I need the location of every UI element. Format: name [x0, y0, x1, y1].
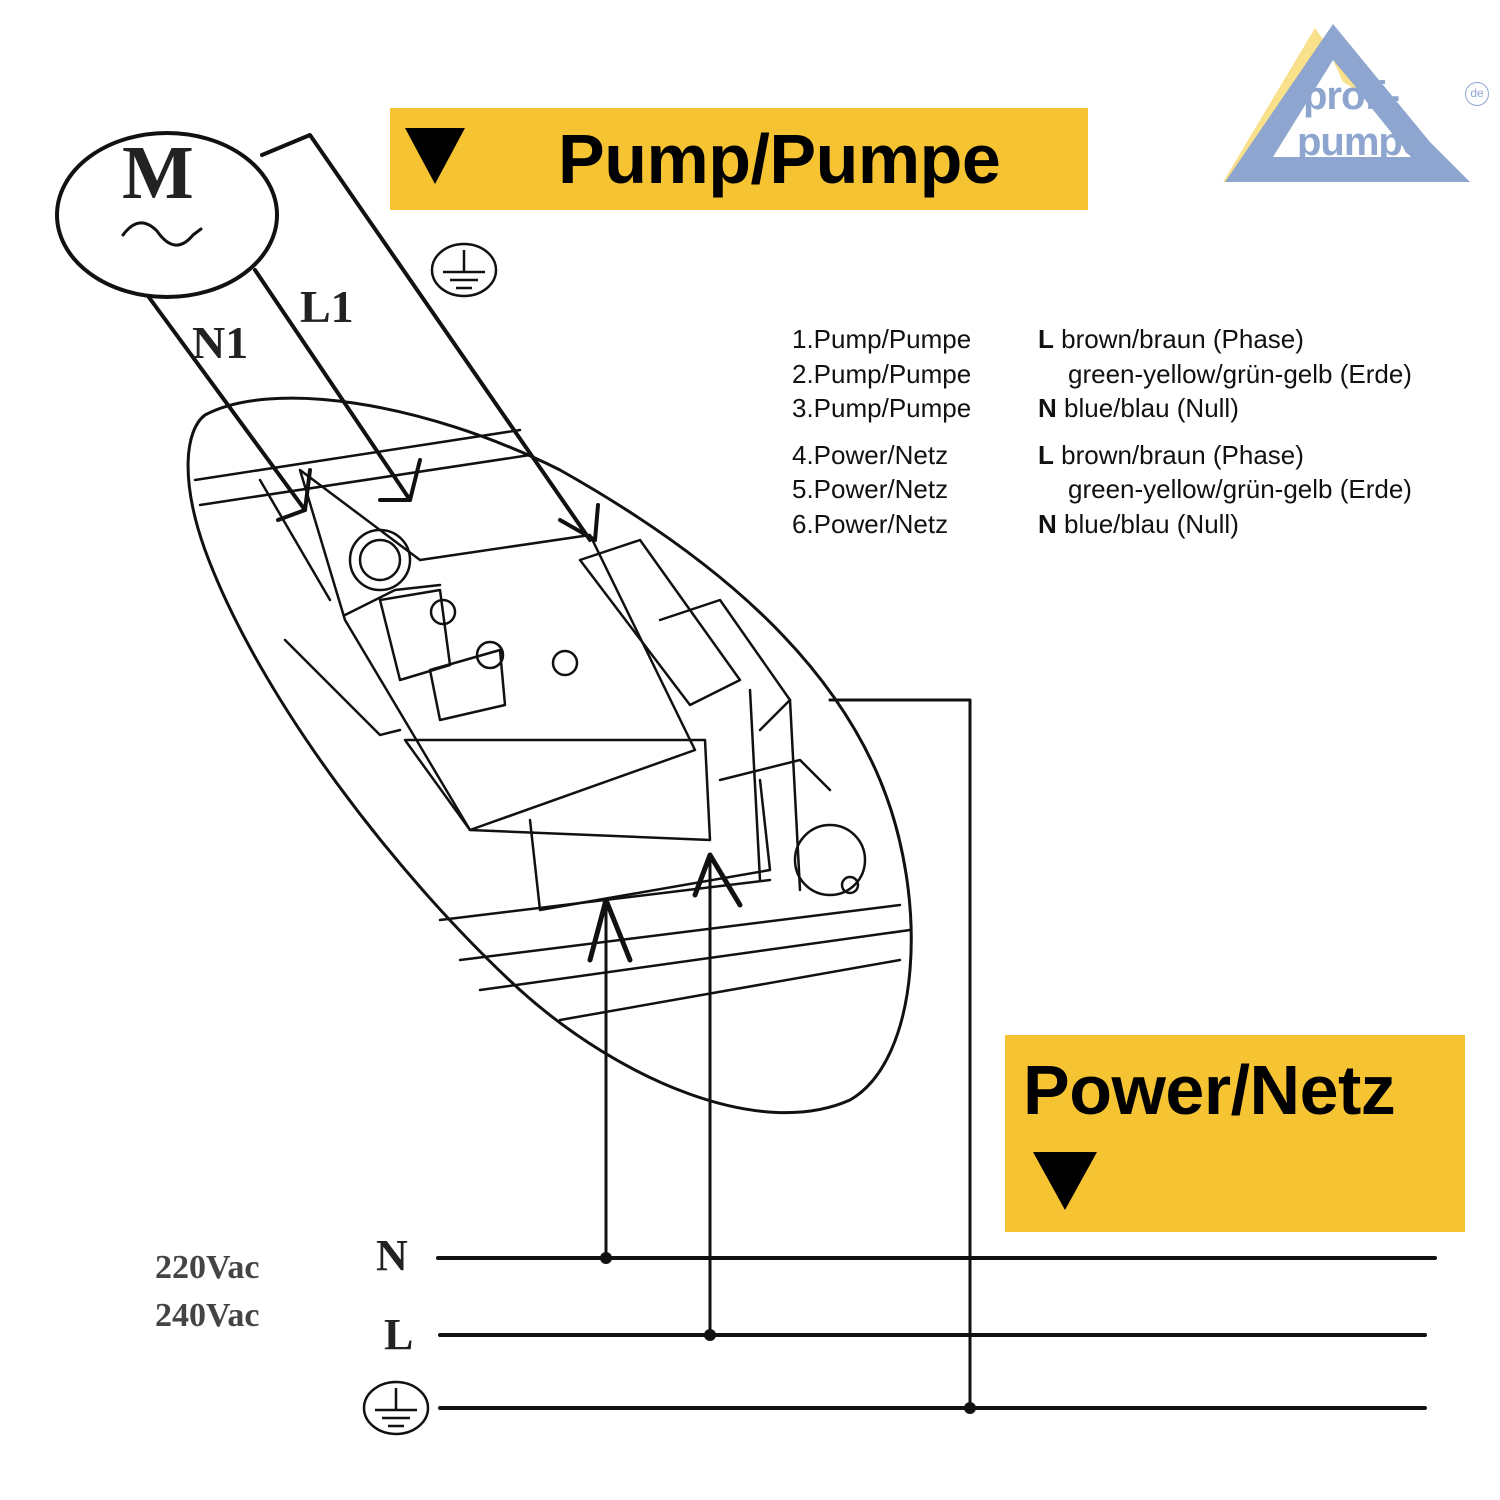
junction-dot-earth — [964, 1402, 976, 1414]
legend-key: N — [1038, 508, 1057, 539]
pump-terminal-arrows — [276, 458, 600, 542]
legend-terminal: 5.Power/Netz — [792, 474, 949, 504]
junction-dot-l — [704, 1329, 716, 1341]
supply-label-l: L — [384, 1310, 414, 1359]
supply-label-n: N — [376, 1231, 408, 1280]
logo-text-line1: profi- — [1303, 74, 1400, 118]
supply-ground-icon — [362, 1380, 430, 1436]
legend-desc: green-yellow/grün-gelb (Erde) — [1068, 474, 1412, 504]
legend-terminal: 4.Power/Netz — [792, 439, 949, 470]
down-triangle-icon — [405, 128, 465, 184]
legend-terminal: 3.Pump/Pumpe — [792, 393, 972, 423]
legend-terminal: 6.Power/Netz — [792, 508, 949, 539]
ac-wave-icon — [121, 221, 203, 247]
legend-terminal: 1.Pump/Pumpe — [792, 324, 972, 354]
power-terminal-arrows — [587, 852, 743, 963]
legend-desc: blue/blau (Null) — [1056, 508, 1239, 539]
pump-banner-label: Pump/Pumpe — [558, 120, 1001, 198]
ground-icon — [430, 242, 498, 298]
legend-key: L — [1038, 439, 1054, 470]
motor-circle — [55, 131, 279, 299]
power-banner-label: Power/Netz — [1023, 1051, 1396, 1129]
junction-box-outline — [186, 396, 913, 1115]
down-triangle-icon — [1033, 1152, 1097, 1210]
logo-triangle-icon — [1223, 24, 1470, 182]
wire-earth — [260, 133, 592, 542]
pump-banner: Pump/Pumpe — [390, 108, 1088, 210]
wire-label-n1: N1 — [192, 317, 249, 368]
legend-desc: green-yellow/grün-gelb (Erde) — [1068, 358, 1412, 389]
legend-desc: brown/braun (Phase) — [1053, 324, 1304, 354]
wire-label-l1: L1 — [300, 281, 354, 332]
voltage-label-220: 220Vac — [155, 1249, 260, 1286]
profi-pumpe-logo: profi- pumpe de — [1215, 22, 1495, 187]
voltage-label-240: 240Vac — [155, 1297, 260, 1334]
logo-text-line2: pumpe — [1297, 120, 1424, 164]
junction-box-interior — [193, 428, 912, 1022]
wire-l1 — [253, 268, 412, 502]
logo-tld-badge: de — [1465, 82, 1489, 106]
power-banner: Power/Netz — [1005, 1035, 1465, 1232]
legend-key: L — [1038, 324, 1054, 354]
junction-dot-n — [600, 1252, 612, 1264]
wire-power-earth — [828, 698, 972, 1410]
legend-desc: brown/braun (Phase) — [1053, 439, 1304, 470]
legend-key: N — [1038, 393, 1057, 423]
wire-n1 — [146, 294, 307, 512]
legend-desc: blue/blau (Null) — [1056, 393, 1239, 423]
legend-terminal: 2.Pump/Pumpe — [792, 358, 972, 389]
motor-label: M — [122, 131, 194, 215]
